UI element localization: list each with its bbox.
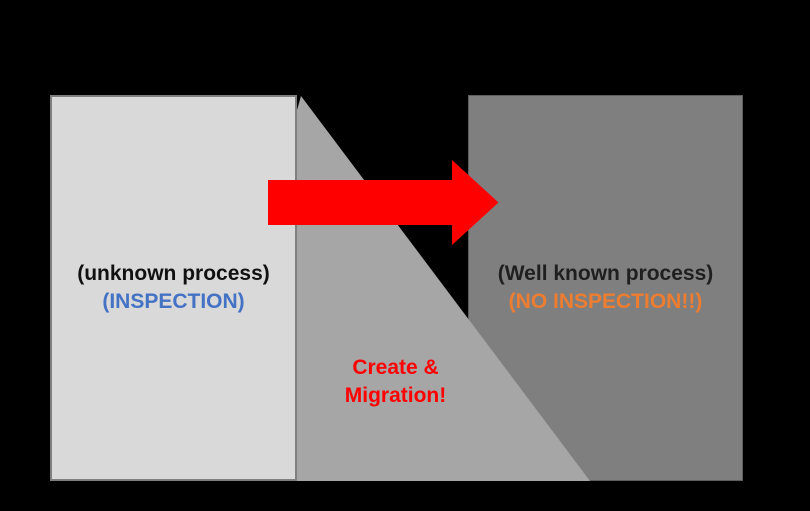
inspection-label: (INSPECTION) xyxy=(102,290,245,313)
unknown-process-label: (unknown process) xyxy=(77,262,270,285)
well-known-process-box: (Well known process) (NO INSPECTION!!) xyxy=(468,95,743,481)
well-known-process-label: (Well known process) xyxy=(497,262,714,285)
migration-label-block: Create & Migration! xyxy=(297,354,494,410)
migration-label-line2: Migration! xyxy=(344,384,447,407)
unknown-process-box: (unknown process) (INSPECTION) xyxy=(50,95,297,481)
migration-label-line1: Create & xyxy=(352,356,439,379)
no-inspection-label: (NO INSPECTION!!) xyxy=(508,290,703,313)
right-arrow-shape xyxy=(268,160,499,245)
